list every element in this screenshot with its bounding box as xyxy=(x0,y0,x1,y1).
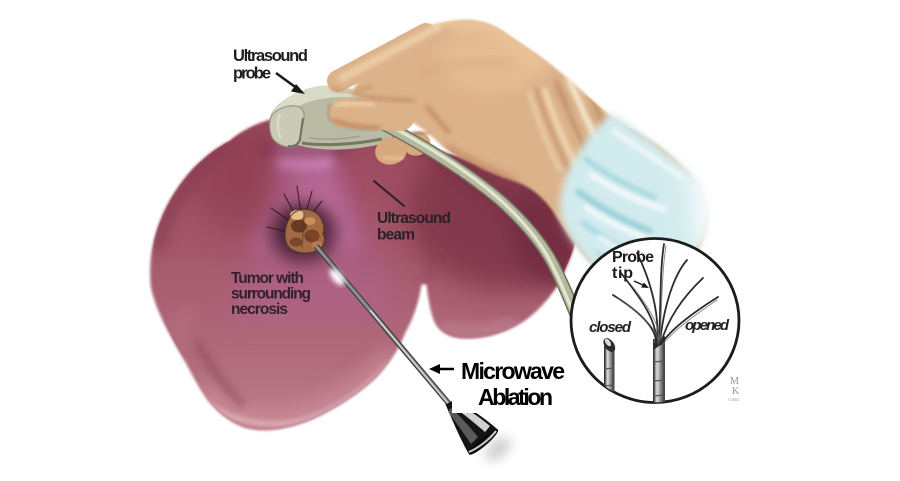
svg-text:M: M xyxy=(730,376,739,387)
svg-text:K: K xyxy=(732,386,740,397)
svg-text:necrosis: necrosis xyxy=(231,301,288,318)
svg-text:Microwave: Microwave xyxy=(461,358,565,384)
svg-text:opened: opened xyxy=(685,317,730,334)
svg-text:Probe: Probe xyxy=(612,249,654,266)
svg-text:Tumor with: Tumor with xyxy=(231,270,304,287)
svg-text:closed: closed xyxy=(589,319,632,336)
svg-text:©2004: ©2004 xyxy=(728,397,739,402)
svg-text:Ablation: Ablation xyxy=(478,384,553,410)
svg-text:tip: tip xyxy=(612,265,633,282)
svg-text:probe: probe xyxy=(233,65,271,83)
svg-text:Ultrasound: Ultrasound xyxy=(233,47,308,65)
svg-text:surrounding: surrounding xyxy=(231,286,311,303)
svg-text:Ultrasound: Ultrasound xyxy=(377,210,451,227)
svg-text:beam: beam xyxy=(377,227,415,244)
